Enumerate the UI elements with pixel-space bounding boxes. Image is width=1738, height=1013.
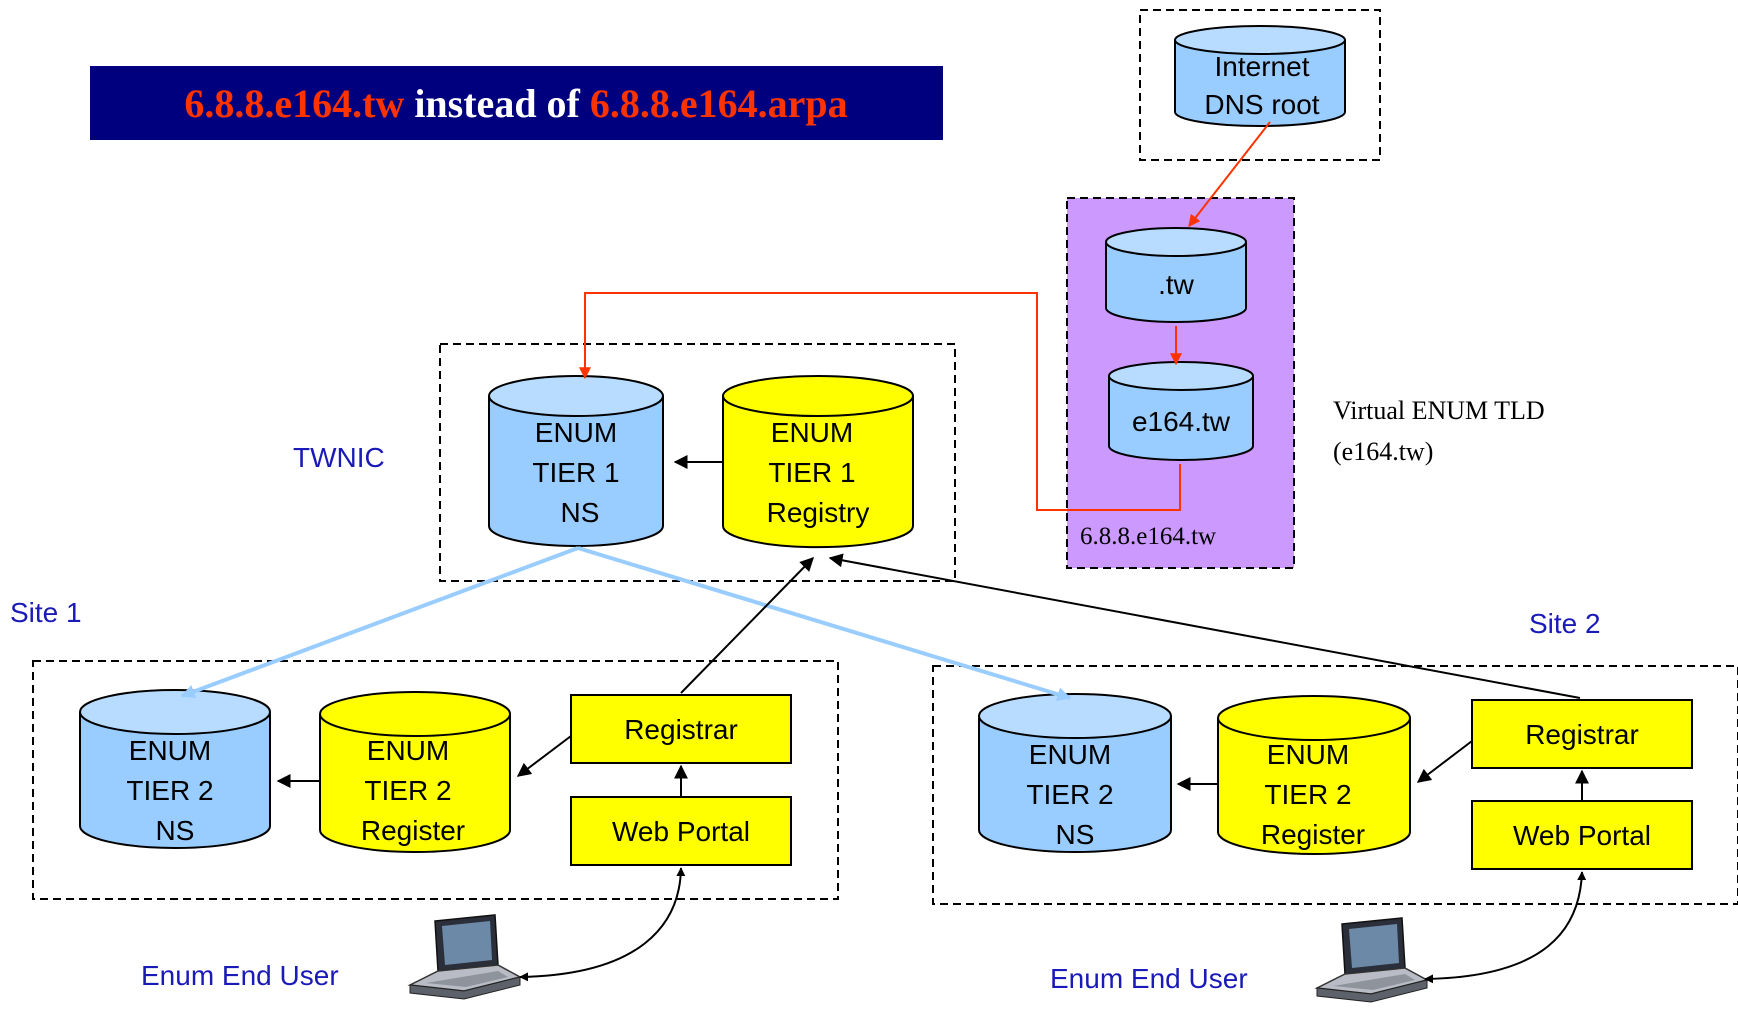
banner-old-domain: 6.8.8.e164.arpa	[590, 81, 848, 126]
twnic-boundary	[439, 343, 956, 582]
tier1-registry-db: ENUM TIER 1 Registry	[722, 375, 914, 549]
laptop-icon	[407, 914, 523, 1000]
banner-background	[90, 66, 943, 140]
site1-tier2-ns-db: ENUM TIER 2 NS	[79, 689, 271, 849]
arrow-site1-user-to-portal	[519, 867, 686, 982]
arrow-root-to-tw	[1188, 121, 1271, 227]
tier1-ns-line1: ENUM	[535, 417, 617, 448]
tier1-registry-line1: ENUM	[771, 417, 853, 448]
banner-instead-of: instead of	[404, 81, 590, 126]
title-banner: 6.8.8.e164.tw instead of 6.8.8.e164.arpa	[90, 66, 943, 140]
site1-end-user-label: Enum End User	[141, 960, 339, 991]
site2-tier2-register-line3: Register	[1261, 819, 1365, 850]
tier1-ns-line3: NS	[561, 497, 600, 528]
site2-tier2-ns-line3: NS	[1056, 819, 1095, 850]
dns-root-db: Internet DNS root	[1174, 25, 1346, 127]
site2-web-portal-box: Web Portal	[1471, 800, 1693, 870]
tw-db: .tw	[1105, 227, 1247, 323]
site2-tier2-register-line1: ENUM	[1267, 739, 1349, 770]
e164-tw-db: e164.tw	[1108, 361, 1254, 461]
twnic-label: TWNIC	[293, 442, 385, 473]
site1-boundary	[32, 660, 839, 900]
site2-tier2-ns-db: ENUM TIER 2 NS	[978, 693, 1172, 853]
site1-tier2-register-line3: Register	[361, 815, 465, 846]
arrow-site1-registrar-to-registry	[680, 556, 814, 694]
site1-tier2-register-line2: TIER 2	[364, 775, 451, 806]
dns-root-boundary	[1139, 9, 1381, 161]
tld-domain-label: 6.8.8.e164.tw	[1080, 523, 1216, 550]
site1-tier2-register-line1: ENUM	[367, 735, 449, 766]
arrow-site2-registrar-to-register	[1416, 740, 1473, 783]
arrow-site1-registrar-to-register	[516, 735, 572, 777]
site1-registrar-box: Registrar	[570, 694, 792, 764]
site2-registrar-box: Registrar	[1471, 699, 1693, 769]
virtual-tld-group: .tw e164.tw 6.8.8.e164.tw	[1066, 197, 1295, 569]
site2-tier2-register-db: ENUM TIER 2 Register	[1217, 695, 1411, 855]
banner-text: 6.8.8.e164.tw instead of 6.8.8.e164.arpa	[184, 81, 847, 126]
site1-web-portal-box: Web Portal	[570, 796, 792, 866]
site2-boundary	[932, 665, 1738, 905]
e164-tw-label: e164.tw	[1132, 406, 1231, 437]
site1-tier2-ns-line1: ENUM	[129, 735, 211, 766]
arrow-site2-registrar-to-registry	[828, 553, 1581, 699]
tier1-ns-db: ENUM TIER 1 NS	[488, 375, 664, 547]
site1-web-portal-label: Web Portal	[612, 816, 750, 847]
site1-registrar-label: Registrar	[624, 714, 738, 745]
site1-tier2-ns-line3: NS	[156, 815, 195, 846]
dns-root-group: Internet DNS root	[1139, 9, 1381, 161]
laptop-icon	[1314, 917, 1430, 1003]
arrow-tier1-to-site2-ns	[577, 546, 1072, 702]
tier1-registry-line2: TIER 1	[768, 457, 855, 488]
site2-end-user-label: Enum End User	[1050, 963, 1248, 994]
banner-new-domain: 6.8.8.e164.tw	[184, 81, 404, 126]
site2-web-portal-label: Web Portal	[1513, 820, 1651, 851]
virtual-tld-caption-line1: Virtual ENUM TLD	[1333, 396, 1545, 425]
site2-tier2-ns-line2: TIER 2	[1026, 779, 1113, 810]
tier1-registry-line3: Registry	[767, 497, 870, 528]
arrow-e164-to-tier1-ns	[579, 292, 1181, 511]
arrow-tier1-to-site1-ns	[180, 546, 579, 699]
site2-tier2-ns-line1: ENUM	[1029, 739, 1111, 770]
site1-label: Site 1	[10, 597, 82, 628]
dns-root-line1: Internet	[1215, 51, 1310, 82]
site2-registrar-label: Registrar	[1525, 719, 1639, 750]
arrow-site2-user-to-portal	[1424, 871, 1587, 984]
site2-label: Site 2	[1529, 608, 1601, 639]
site2-tier2-register-line2: TIER 2	[1264, 779, 1351, 810]
site1-tier2-register-db: ENUM TIER 2 Register	[319, 691, 511, 853]
tier1-ns-line2: TIER 1	[532, 457, 619, 488]
site1-tier2-ns-line2: TIER 2	[126, 775, 213, 806]
connectors	[180, 121, 1589, 984]
tw-label: .tw	[1158, 269, 1195, 300]
dns-root-line2: DNS root	[1204, 89, 1319, 120]
virtual-tld-caption-line2: (e164.tw)	[1333, 437, 1433, 466]
